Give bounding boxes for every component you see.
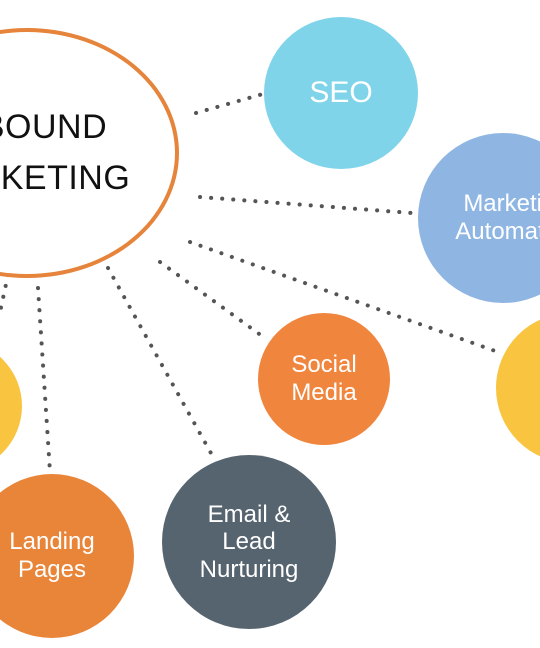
center-label-line2: MARKETING	[0, 159, 131, 197]
connector-landing	[36, 286, 52, 474]
marketing-automation-line1: Marketing	[463, 190, 540, 218]
connector-seo	[194, 92, 265, 115]
email-lead-nurturing-line3: Nurturing	[199, 555, 299, 583]
social-media-node: Social Media	[258, 313, 390, 445]
connector-social	[158, 260, 264, 338]
email-lead-nurturing-label: Email & Lead Nurturing	[200, 501, 299, 584]
connector-email	[106, 266, 214, 457]
landing-pages-line1: Landing	[9, 528, 95, 556]
marketing-automation-label: Marketing Automation	[455, 190, 540, 245]
seo-node: SEO	[264, 17, 418, 169]
landing-pages-node: Landing Pages	[0, 474, 134, 638]
connector-ads	[188, 240, 500, 354]
social-media-line2: Media	[291, 379, 357, 406]
email-lead-nurturing-line2: Lead	[222, 528, 276, 556]
social-media-line1: Social	[291, 351, 357, 379]
center-label: INBOUND MARKETING	[0, 102, 130, 204]
email-lead-nurturing-node: Email & Lead Nurturing	[162, 455, 336, 629]
landing-pages-line2: Pages	[17, 556, 87, 583]
center-label-line1: INBOUND	[0, 108, 108, 146]
social-media-label: Social Media	[291, 351, 356, 406]
connector-automation	[198, 195, 414, 215]
email-lead-nurturing-line1: Email &	[207, 500, 291, 528]
connector-yellow-left	[0, 273, 10, 314]
marketing-automation-line2: Automation	[455, 218, 540, 245]
landing-pages-label: Landing Pages	[9, 528, 94, 583]
seo-label: SEO	[309, 75, 373, 109]
